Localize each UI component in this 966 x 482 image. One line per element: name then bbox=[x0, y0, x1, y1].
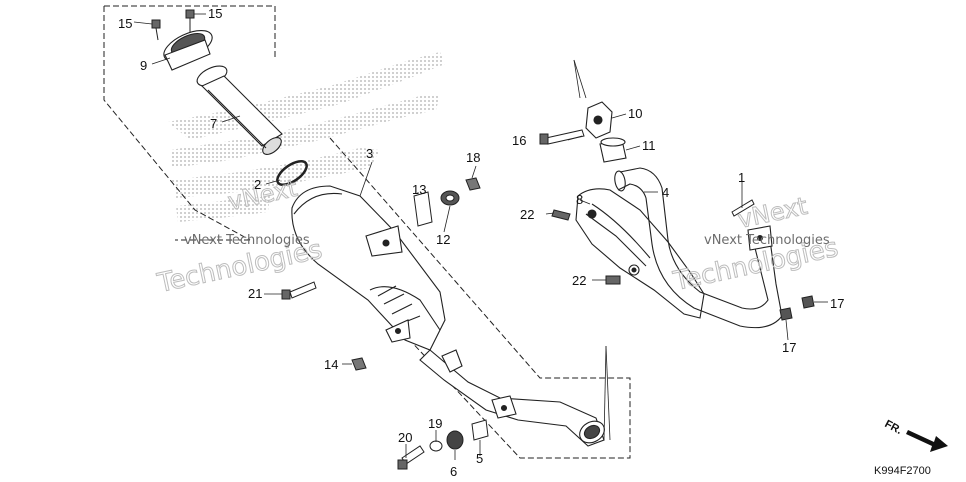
part-label-22b: 22 bbox=[572, 273, 586, 288]
part-label-7: 7 bbox=[210, 116, 217, 131]
fasteners bbox=[151, 9, 815, 470]
watermark-line-b: vNext Technologies bbox=[704, 233, 830, 248]
exhaust-header-pipe bbox=[614, 167, 783, 329]
leader-lines bbox=[133, 13, 828, 460]
front-direction-indicator: FR. bbox=[883, 418, 948, 452]
part-label-3: 3 bbox=[366, 146, 373, 161]
part-label-6: 6 bbox=[450, 464, 457, 479]
watermark: vNext Technologies vNext Technologies vN… bbox=[154, 173, 842, 299]
part-label-16: 16 bbox=[512, 133, 526, 148]
part-label-4: 4 bbox=[662, 185, 669, 200]
muffler-body bbox=[291, 185, 605, 447]
part-label-19: 19 bbox=[428, 416, 442, 431]
part-label-17a: 17 bbox=[830, 296, 844, 311]
part-label-21: 21 bbox=[248, 286, 262, 301]
part-label-14: 14 bbox=[324, 357, 338, 372]
part-label-9: 9 bbox=[140, 58, 147, 73]
part-label-12: 12 bbox=[436, 232, 450, 247]
part-label-17b: 17 bbox=[782, 340, 796, 355]
part-label-2: 2 bbox=[254, 177, 261, 192]
part-label-1: 1 bbox=[738, 170, 745, 185]
watermark-word-1b: vNext bbox=[735, 192, 809, 234]
joint-collar-and-gasket bbox=[585, 101, 627, 163]
muffler-insert-assembly bbox=[163, 29, 283, 155]
part-label-13: 13 bbox=[412, 182, 426, 197]
part-label-18: 18 bbox=[466, 150, 480, 165]
diagram-code: K994F2700 bbox=[874, 465, 931, 477]
group-boundary bbox=[103, 5, 631, 459]
part-label-11: 11 bbox=[642, 138, 656, 153]
gasket-ring bbox=[276, 160, 308, 186]
part-label-22a: 22 bbox=[520, 207, 534, 222]
part-label-15a: 15 bbox=[118, 16, 132, 31]
front-arrow-icon bbox=[906, 430, 948, 452]
part-label-20: 20 bbox=[398, 430, 412, 445]
watermark-line: vNext Technologies bbox=[184, 233, 310, 248]
heat-shield bbox=[575, 188, 705, 319]
front-direction-label: FR. bbox=[883, 418, 904, 437]
part-labels: 15 15 9 7 2 3 13 12 18 21 14 16 22 22 8 … bbox=[118, 6, 844, 479]
part-label-10: 10 bbox=[628, 106, 642, 121]
part-label-5: 5 bbox=[476, 451, 483, 466]
part-label-8: 8 bbox=[576, 192, 583, 207]
part-label-15b: 15 bbox=[208, 6, 222, 21]
